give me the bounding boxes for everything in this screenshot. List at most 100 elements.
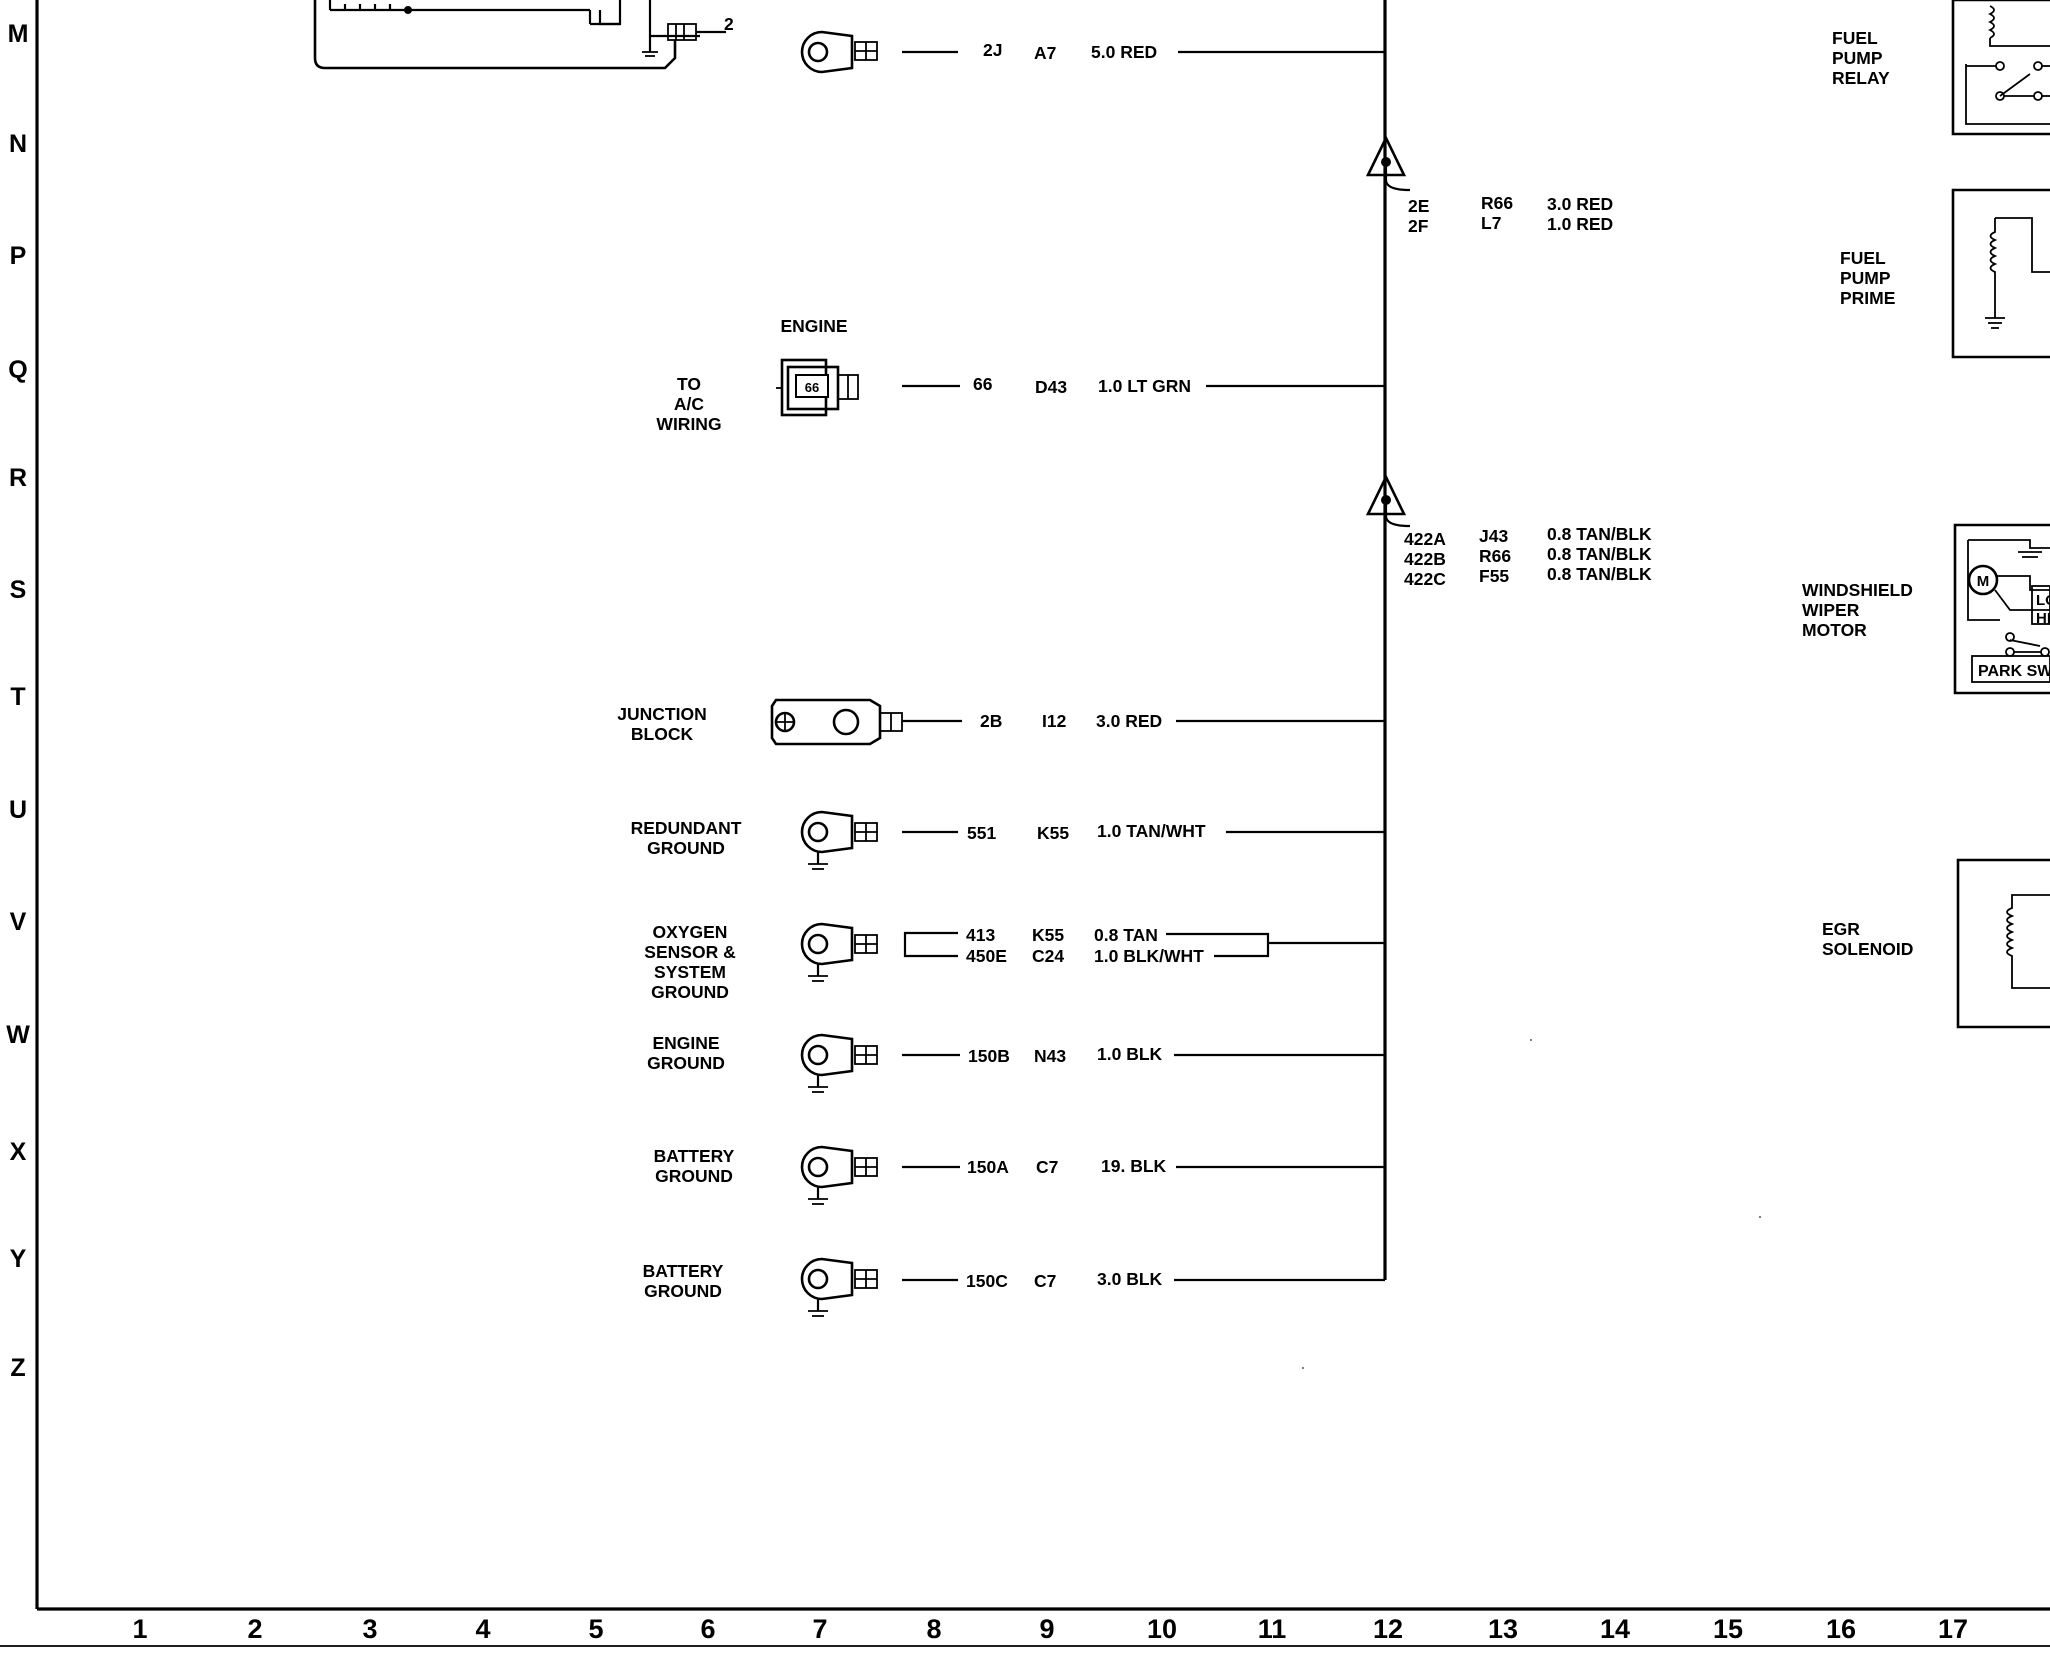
- row-label: Z: [10, 1354, 25, 1382]
- component-label-junction-block: JUNCTION BLOCK: [617, 704, 706, 744]
- splice-triangle-upper: [1365, 135, 1411, 192]
- park-switch-label: PARK SW: [1978, 663, 2050, 680]
- wire-location-label: I12: [1042, 711, 1067, 731]
- scan-speck: [1530, 1039, 1532, 1041]
- column-label: 3: [362, 1614, 377, 1644]
- engine-connector-66: 66: [776, 358, 859, 417]
- wire-row-2b: 2B I12 3.0 RED: [902, 711, 1385, 731]
- wire-location-label: K55: [1037, 823, 1069, 843]
- wire-circuit-label: 551: [967, 823, 996, 843]
- wire-gauge-color-label: 3.0 RED: [1096, 711, 1162, 731]
- wire-location-label: N43: [1034, 1046, 1066, 1066]
- component-label-line: OXYGEN: [653, 922, 728, 942]
- column-label: 5: [588, 1614, 603, 1644]
- component-label-battery-ground-1: BATTERY GROUND: [654, 1146, 735, 1186]
- wire-circuit-label: 66: [973, 374, 993, 394]
- partial-connector-pin-label: 2: [724, 14, 734, 34]
- component-label-egr-solenoid: EGR SOLENOID: [1822, 919, 1913, 959]
- row-label: W: [6, 1021, 30, 1049]
- ground-terminal-551: [800, 810, 878, 870]
- column-label: 17: [1938, 1614, 1968, 1644]
- row-label: V: [10, 908, 27, 936]
- wire-row-150b: 150B N43 1.0 BLK: [902, 1044, 1385, 1066]
- component-label-line: PUMP: [1840, 268, 1891, 288]
- component-label-fuel-pump-relay: FUEL PUMP RELAY: [1832, 28, 1890, 88]
- column-label: 8: [926, 1614, 941, 1644]
- wire-gauge-color-label: 1.0 LT GRN: [1098, 376, 1191, 396]
- component-label-line: BATTERY: [643, 1261, 724, 1281]
- row-label: N: [9, 130, 27, 158]
- component-label-line: FUEL: [1832, 28, 1878, 48]
- column-label: 9: [1039, 1614, 1054, 1644]
- column-label: 4: [475, 1614, 490, 1644]
- column-label: 11: [1258, 1614, 1287, 1644]
- wire-gauge-color-label: 0.8 TAN/BLK: [1547, 544, 1652, 564]
- component-label-line: WIPER: [1802, 600, 1860, 620]
- component-label-line: A/C: [674, 394, 705, 414]
- partial-component-box: 2: [313, 0, 734, 70]
- wire-location-label: F55: [1479, 566, 1509, 586]
- wire-row-551: 551 K55 1.0 TAN/WHT: [902, 821, 1385, 843]
- component-label-line: WINDSHIELD: [1802, 580, 1913, 600]
- wire-gauge-color-label: 1.0 RED: [1547, 214, 1613, 234]
- wire-circuit-label: 413: [966, 925, 995, 945]
- wire-circuit-label: 422C: [1404, 569, 1446, 589]
- wiper-lo-label: LO: [2036, 592, 2050, 609]
- column-label: 15: [1713, 1614, 1743, 1644]
- wire-circuit-label: 422A: [1404, 529, 1446, 549]
- wire-row-413-450e: 413 K55 0.8 TAN 450E C24 1.0 BLK/WHT: [903, 925, 1385, 966]
- component-label-line: FUEL: [1840, 248, 1886, 268]
- component-label-line: GROUND: [647, 1053, 725, 1073]
- wiper-motor-letter: M: [1977, 573, 1990, 590]
- column-label: 10: [1147, 1614, 1177, 1644]
- wire-gauge-color-label: 1.0 TAN/WHT: [1097, 821, 1206, 841]
- column-label: 6: [700, 1614, 715, 1644]
- ground-terminal-oxygen: [800, 922, 878, 982]
- wire-circuit-label: 450E: [966, 946, 1007, 966]
- fuel-pump-prime-box: [1951, 188, 2050, 359]
- component-label-line: JUNCTION: [617, 704, 706, 724]
- component-label-oxygen-sensor-ground: OXYGEN SENSOR & SYSTEM GROUND: [644, 922, 736, 1002]
- row-label: R: [9, 464, 27, 492]
- column-label: 14: [1600, 1614, 1630, 1644]
- component-label-line: GROUND: [644, 1281, 722, 1301]
- wire-circuit-label: 150C: [966, 1271, 1008, 1291]
- engine-connector-header: ENGINE: [780, 316, 847, 336]
- component-label-battery-ground-2: BATTERY GROUND: [643, 1261, 724, 1301]
- wire-gauge-color-label: 0.8 TAN: [1094, 925, 1158, 945]
- wire-row-150c: 150C C7 3.0 BLK: [902, 1269, 1385, 1291]
- column-label: 12: [1373, 1614, 1403, 1644]
- component-label-line: GROUND: [647, 838, 725, 858]
- motor-icon: [1967, 564, 1999, 596]
- component-label-line: PUMP: [1832, 48, 1883, 68]
- wire-row-2j: 2J A7 5.0 RED: [902, 40, 1385, 63]
- component-label-line: SOLENOID: [1822, 939, 1913, 959]
- row-label-axis: M N P Q R S T U V W X Y Z: [6, 20, 30, 1382]
- row-label: Y: [10, 1245, 27, 1273]
- wire-gauge-color-label: 0.8 TAN/BLK: [1547, 524, 1652, 544]
- ground-terminal-150b: [800, 1033, 878, 1093]
- scan-speck: [1759, 1216, 1761, 1218]
- splice-group-lower-labels: 422A J43 0.8 TAN/BLK 422B R66 0.8 TAN/BL…: [1404, 524, 1652, 589]
- wire-circuit-label: 150B: [968, 1046, 1010, 1066]
- component-label-engine-ground: ENGINE GROUND: [647, 1033, 725, 1073]
- component-label-line: ENGINE: [652, 1033, 719, 1053]
- component-label-line: PRIME: [1840, 288, 1895, 308]
- windshield-wiper-motor-box: M LO HI PARK SW: [1953, 523, 2050, 695]
- wire-circuit-label: 2B: [980, 711, 1002, 731]
- wire-location-label: C24: [1032, 946, 1064, 966]
- ring-terminal-2j: [800, 30, 878, 74]
- wire-circuit-label: 2J: [983, 40, 1002, 60]
- row-label: S: [10, 576, 27, 604]
- column-label: 16: [1826, 1614, 1856, 1644]
- ground-terminal-150a: [800, 1145, 878, 1205]
- component-label-line: SYSTEM: [654, 962, 726, 982]
- component-label-line: GROUND: [655, 1166, 733, 1186]
- splice-triangle-lower: [1365, 474, 1411, 528]
- column-label: 2: [247, 1614, 262, 1644]
- egr-solenoid-box: [1956, 858, 2050, 1029]
- component-label-line: GROUND: [651, 982, 729, 1002]
- junction-block-terminal: [770, 698, 903, 746]
